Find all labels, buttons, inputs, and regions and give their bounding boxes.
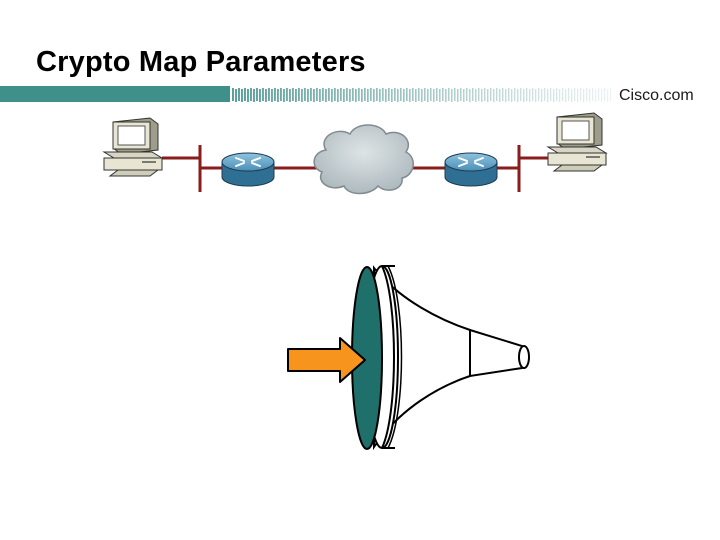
network-cloud-icon: [313, 124, 414, 195]
input-arrow-icon: [287, 337, 366, 383]
workstation-left-icon: [102, 117, 164, 177]
router-left-icon: [221, 152, 275, 187]
router-right-icon: [444, 152, 498, 187]
slide-title: Crypto Map Parameters: [36, 46, 366, 78]
funnel-icon: [351, 265, 530, 451]
title-banner: [0, 86, 612, 102]
brand-logo-text: Cisco.com: [619, 87, 694, 104]
workstation-right-icon: [546, 112, 608, 172]
